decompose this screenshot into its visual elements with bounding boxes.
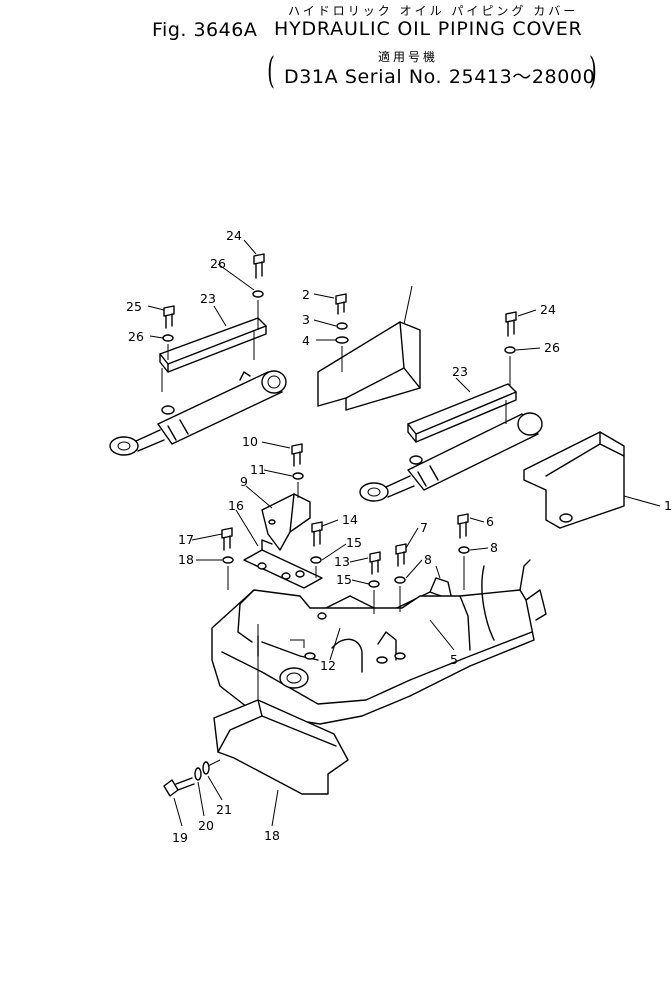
cover-19 [213,699,349,795]
callout-22: 21 [216,802,232,817]
bracket-close: ) [589,51,597,92]
cover-1-right [523,431,661,529]
right-hydraulic-cylinder [359,412,543,502]
callout-5: 5 [450,652,458,667]
left-hydraulic-cylinder [109,370,287,456]
callout-3: 3 [302,312,310,327]
callout-4: 4 [302,333,310,348]
callout-2: 2 [302,287,310,302]
left-bracket-23 [159,317,267,392]
cover-1-center [317,285,421,411]
callout-19: 18 [264,828,280,843]
callout-26-right: 26 [544,340,560,355]
figure-number: Fig. 3646A [152,19,258,41]
right-bracket-23 [407,383,517,443]
callout-10: 10 [242,434,258,449]
bracket-9 [261,493,311,551]
assembly-guide-lines [167,300,511,700]
part-number-labels: 24 26 25 23 26 2 3 4 24 26 23 10 11 9 16… [126,228,672,845]
callout-24-right: 24 [540,302,556,317]
callout-16: 16 [228,498,244,513]
callout-12: 12 [320,658,336,673]
callout-18: 18 [178,552,194,567]
leader-lines [147,239,541,827]
callout-8-right: 8 [490,540,498,555]
main-frame [211,559,547,725]
callout-23-left: 23 [200,291,216,306]
callout-20: 19 [172,830,188,845]
callout-1-right: 1 [664,498,672,513]
callout-17: 17 [178,532,194,547]
fasteners [162,253,517,797]
callout-15-lower: 15 [336,572,352,587]
bracket-16 [243,539,323,589]
callout-26-upper: 26 [210,256,226,271]
page-title: HYDRAULIC OIL PIPING COVER [274,18,583,40]
callout-6: 6 [486,514,494,529]
serial-range: D31A Serial No. 25413～28000 [284,66,596,88]
callout-8-left: 8 [424,552,432,567]
japanese-title: ハイドロリック オイル パイピング カバー [288,4,579,18]
callout-13: 13 [334,554,350,569]
applicability-label: 適用号機 [378,50,439,64]
callout-14: 14 [342,512,358,527]
callout-7: 7 [420,520,428,535]
callout-26-left: 26 [128,329,144,344]
callout-23-right: 23 [452,364,468,379]
callout-11: 11 [250,462,266,477]
bracket-open: ( [267,51,275,92]
callout-25: 25 [126,299,142,314]
callout-21: 20 [198,818,214,833]
callout-9: 9 [240,474,248,489]
callout-24-left: 24 [226,228,242,243]
callout-15-upper: 15 [346,535,362,550]
